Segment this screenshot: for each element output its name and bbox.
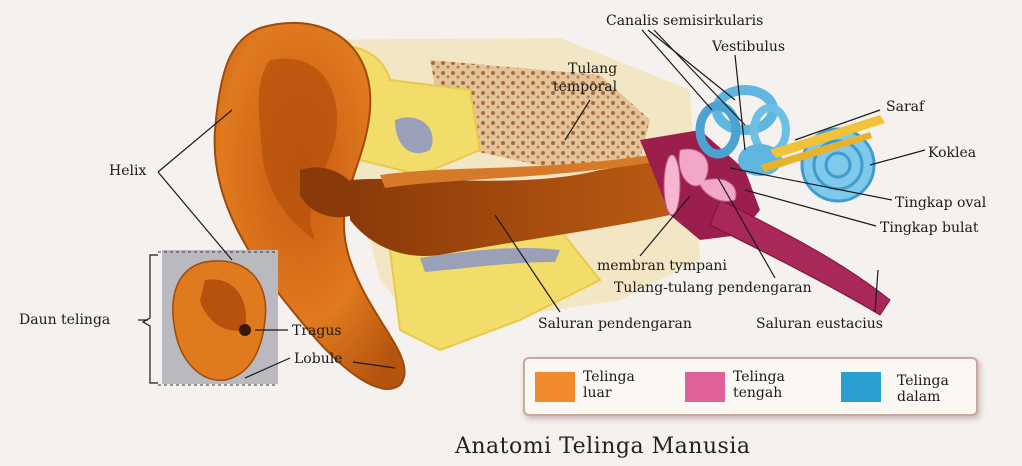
label-tragus: Tragus <box>292 324 342 338</box>
label-helix: Helix <box>109 164 146 178</box>
daun-telinga-bracket <box>143 255 158 383</box>
legend-middle-line1: Telinga <box>733 369 785 385</box>
label-canalis: Canalis semisirkularis <box>606 14 763 28</box>
label-tulang-pendengaran: Tulang-tulang pendengaran <box>614 281 812 295</box>
label-tingkap-oval: Tingkap oval <box>895 196 986 210</box>
legend-inner-line2: dalam <box>897 389 940 405</box>
label-saluran-pendengaran: Saluran pendengaran <box>538 317 692 331</box>
inset-ear-opening <box>239 324 251 336</box>
label-saraf: Saraf <box>886 100 924 114</box>
legend-inner-line1: Telinga <box>897 373 949 389</box>
legend-inner-text: Telinga dalam <box>897 373 949 405</box>
legend: Telinga luar Telinga tengah Telinga dala… <box>523 357 978 416</box>
legend-swatch-middle <box>685 372 725 402</box>
label-membran-tympani: membran tympani <box>597 259 727 273</box>
label-koklea: Koklea <box>928 146 976 160</box>
label-tulang-temporal-1: Tulang <box>568 62 617 76</box>
label-lobule: Lobule <box>294 352 342 366</box>
eustachian-tube <box>710 200 890 315</box>
label-tulang-temporal-2: temporal <box>553 80 617 94</box>
label-saluran-eustacius: Saluran eustacius <box>756 317 883 331</box>
legend-swatch-inner <box>841 372 881 402</box>
legend-outer-line1: Telinga <box>583 369 635 385</box>
tympanic-membrane <box>664 155 680 215</box>
legend-middle-text: Telinga tengah <box>733 369 785 401</box>
label-vestibulus: Vestibulus <box>712 40 785 54</box>
legend-outer-text: Telinga luar <box>583 369 635 401</box>
legend-middle-line2: tengah <box>733 385 782 401</box>
legend-outer-line2: luar <box>583 385 612 401</box>
diagram-title: Anatomi Telinga Manusia <box>455 434 751 459</box>
label-daun-telinga: Daun telinga <box>19 313 110 327</box>
legend-swatch-outer <box>535 372 575 402</box>
label-tingkap-bulat: Tingkap bulat <box>880 221 978 235</box>
